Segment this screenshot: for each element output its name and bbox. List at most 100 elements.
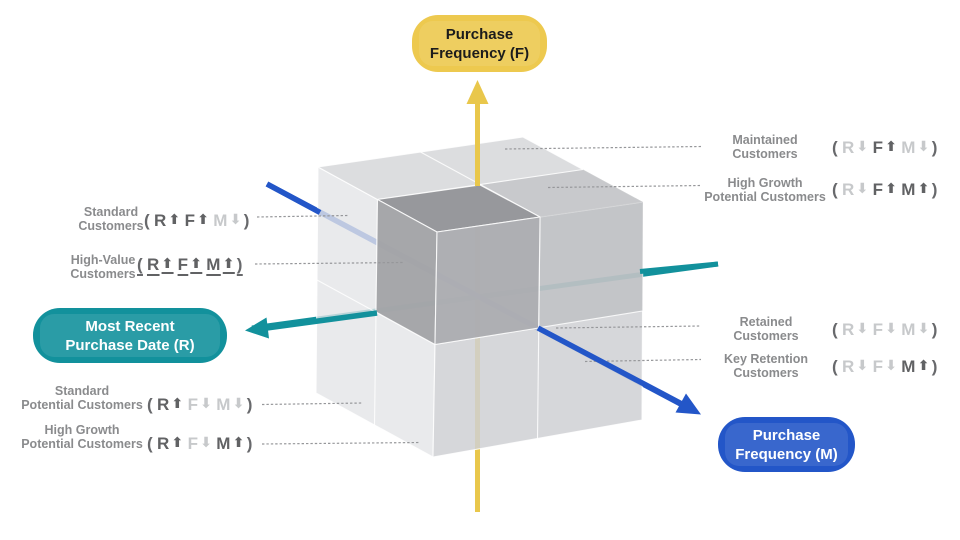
- rfm-letter-r: R: [156, 395, 170, 414]
- paren-close: ): [931, 138, 938, 157]
- up-arrow-icon: ⬆: [232, 435, 245, 451]
- segment-label: Standard Customers: [41, 205, 181, 233]
- paren-open: (: [147, 434, 153, 453]
- segment-label: Retained Customers: [696, 315, 836, 343]
- down-arrow-icon: ⬇: [232, 396, 245, 412]
- segment-label: High Growth Potential Customers: [695, 176, 835, 204]
- down-arrow-icon: ⬇: [856, 139, 869, 155]
- rfm-letter-m: M: [901, 180, 916, 199]
- paren-close: ): [243, 211, 250, 230]
- rfm-letter-r: R: [841, 357, 855, 376]
- segment-label-line1: High-Value: [70, 253, 136, 267]
- paren-open: (: [144, 211, 150, 230]
- r-axis-front-segment: [262, 310, 378, 332]
- rfm-letter-f: F: [872, 320, 884, 339]
- m-axis-label-line1: Purchase: [752, 426, 821, 444]
- r-axis-label-pill: Most Recent Purchase Date (R): [33, 308, 227, 363]
- up-arrow-icon: ⬆: [168, 212, 181, 228]
- segment-label: Maintained Customers: [695, 133, 835, 161]
- rfm-letter-m: M: [901, 138, 916, 157]
- rfm-letter-r: R: [156, 434, 170, 453]
- segment-label: High-Value Customers: [33, 253, 173, 281]
- paren-close: ): [246, 395, 253, 414]
- paren-close: ): [931, 320, 938, 339]
- down-arrow-icon: ⬇: [917, 139, 930, 155]
- paren-open: (: [832, 320, 838, 339]
- leader-line-retained: [555, 325, 702, 329]
- leader-line-high-growth-top-right: [547, 184, 703, 189]
- paren-open: (: [832, 138, 838, 157]
- segment-label-line2: Potential Customers: [21, 398, 143, 412]
- paren-close: ): [931, 180, 938, 199]
- segment-label: High Growth Potential Customers: [12, 423, 152, 451]
- m-axis-arrowhead-icon: [675, 393, 701, 415]
- leader-line-standard: [256, 214, 349, 218]
- segment-label-line2: Customers: [733, 329, 799, 343]
- f-axis-arrowhead-icon: [466, 80, 489, 104]
- rfm-letter-r: R: [841, 320, 855, 339]
- up-arrow-icon: ⬆: [917, 358, 930, 374]
- rfm-notation: (R⬇F⬆M⬇): [831, 136, 939, 160]
- rfm-notation: (R⬆F⬇M⬆): [146, 432, 254, 456]
- leader-line-high-value: [254, 261, 404, 265]
- segment-label-line1: Maintained: [732, 133, 798, 147]
- paren-open: (: [832, 357, 838, 376]
- rfm-letter-r: R: [841, 138, 855, 157]
- highlight-subcube-right-face: [434, 216, 541, 346]
- m-axis-top-segment: [265, 181, 322, 215]
- f-axis-label-line2: Frequency (F): [429, 44, 530, 62]
- cube: [315, 136, 644, 458]
- rfm-letter-m: M: [213, 211, 228, 230]
- rfm-notation: (R⬆F⬆M⬇): [143, 209, 251, 233]
- paren-open: (: [147, 395, 153, 414]
- f-axis-label-line1: Purchase: [445, 25, 514, 43]
- leader-line-high-growth-bottom-left: [261, 441, 421, 445]
- rfm-notation: (R⬇F⬆M⬆): [831, 178, 939, 202]
- segment-label-line2: Customers: [733, 366, 799, 380]
- segment-label: Key Retention Customers: [696, 352, 836, 380]
- paren-close: ): [236, 255, 243, 274]
- down-arrow-icon: ⬇: [200, 396, 213, 412]
- up-arrow-icon: ⬆: [197, 212, 210, 228]
- cube-right-face-upper-shade: [538, 202, 643, 328]
- segment-label-line2: Customers: [732, 147, 798, 161]
- up-arrow-icon: ⬆: [190, 256, 203, 272]
- m-axis-label-line2: Frequency (M): [735, 445, 838, 463]
- segment-label-line2: Customers: [78, 219, 144, 233]
- r-axis-label-line2: Purchase Date (R): [65, 336, 195, 354]
- m-axis-label-pill: Purchase Frequency (M): [718, 417, 855, 472]
- rfm-letter-f: F: [177, 255, 189, 274]
- cube-top-right-quadrant-shade: [480, 169, 643, 217]
- rfm-letter-r: R: [146, 255, 160, 274]
- rfm-notation: (R⬇F⬇M⬆): [831, 355, 939, 379]
- rfm-letter-f: F: [184, 211, 196, 230]
- down-arrow-icon: ⬇: [229, 212, 242, 228]
- segment-label-line1: Key Retention: [723, 352, 809, 366]
- segment-label-line1: High Growth: [727, 176, 803, 190]
- up-arrow-icon: ⬆: [917, 181, 930, 197]
- up-arrow-icon: ⬆: [885, 181, 898, 197]
- down-arrow-icon: ⬇: [885, 321, 898, 337]
- down-arrow-icon: ⬇: [200, 435, 213, 451]
- rfm-letter-f: F: [872, 138, 884, 157]
- leader-line-standard-potential: [261, 402, 364, 406]
- axis-arrows-front: [245, 80, 719, 512]
- rfm-letter-m: M: [206, 255, 221, 274]
- r-axis-right-segment: [639, 261, 719, 274]
- paren-open: (: [832, 180, 838, 199]
- rfm-letter-r: R: [841, 180, 855, 199]
- rfm-letter-f: F: [187, 395, 199, 414]
- up-arrow-icon: ⬆: [222, 256, 235, 272]
- down-arrow-icon: ⬇: [856, 358, 869, 374]
- rfm-letter-f: F: [872, 357, 884, 376]
- up-arrow-icon: ⬆: [161, 256, 174, 272]
- down-arrow-icon: ⬇: [885, 358, 898, 374]
- rfm-notation: (R⬆F⬇M⬇): [146, 393, 254, 417]
- paren-close: ): [246, 434, 253, 453]
- rfm-notation: (R⬆F⬆M⬆): [136, 253, 244, 277]
- rfm-letter-f: F: [187, 434, 199, 453]
- segment-label-line2: Potential Customers: [21, 437, 143, 451]
- paren-open: (: [137, 255, 143, 274]
- rfm-letter-r: R: [153, 211, 167, 230]
